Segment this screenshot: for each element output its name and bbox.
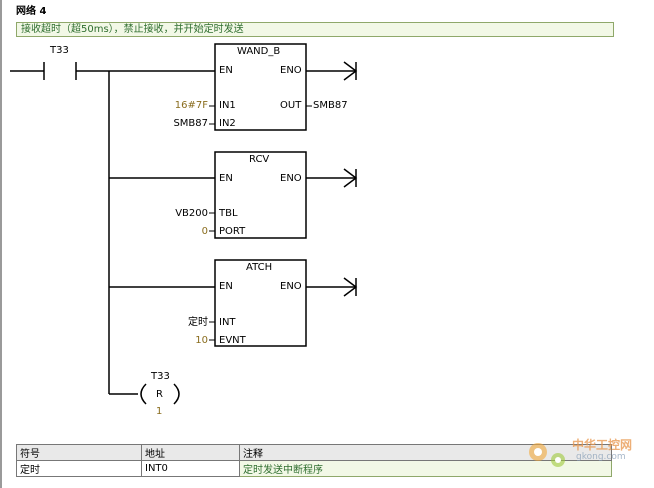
coil-label[interactable]: T33 [151, 371, 170, 382]
operand-port[interactable]: 0 [201, 226, 208, 237]
pin-eno: ENO [280, 173, 302, 184]
eno-arrow-icon [343, 168, 358, 188]
pin-en: EN [219, 281, 233, 292]
watermark-logo: 中华工控网 gkong.com [520, 432, 650, 472]
symbol-table-header: 符号 地址 注释 [16, 444, 612, 461]
watermark-url: gkong.com [576, 452, 626, 462]
comment-cell[interactable]: 定时发送中断程序 [239, 460, 612, 477]
operand-out[interactable]: SMB87 [313, 100, 348, 111]
pin-eno: ENO [280, 65, 302, 76]
pin-evnt: EVNT [219, 335, 246, 346]
operand-in1[interactable]: 16#7F [174, 100, 208, 111]
coil-right-paren [173, 383, 180, 405]
pin-int: INT [219, 317, 236, 328]
operand-tbl[interactable]: VB200 [175, 208, 208, 219]
block-title-atch: ATCH [246, 262, 273, 273]
pin-in1: IN1 [219, 100, 236, 111]
eno-arrow-icon [343, 277, 358, 297]
coil-left-paren [140, 383, 147, 405]
pin-in2: IN2 [219, 118, 236, 129]
watermark-text: 中华工控网 [572, 438, 633, 452]
symbol-table: 符号 地址 注释 定时 INT0 定时发送中断程序 [16, 444, 614, 477]
pin-port: PORT [219, 226, 246, 237]
column-header: 地址 [141, 444, 240, 461]
network-comment-box[interactable]: 接收超时（超50ms），禁止接收，并开始定时发送 [16, 22, 614, 37]
coil-letter: R [156, 389, 163, 400]
eno-arrow-icon [343, 61, 358, 81]
coil-count[interactable]: 1 [156, 406, 163, 417]
contact-label[interactable]: T33 [50, 45, 69, 56]
pin-tbl: TBL [219, 208, 238, 219]
pin-en: EN [219, 65, 233, 76]
table-row[interactable]: 定时 INT0 定时发送中断程序 [16, 460, 612, 477]
rcv-block [214, 151, 307, 239]
operand-in2[interactable]: SMB87 [173, 118, 208, 129]
block-title-rcv: RCV [249, 154, 270, 165]
pin-eno: ENO [280, 281, 302, 292]
network-title: 网络 4 [16, 6, 47, 17]
wand-b-block [214, 43, 307, 131]
address-cell[interactable]: INT0 [141, 460, 240, 477]
pin-out: OUT [280, 100, 302, 111]
operand-int[interactable]: 定时 [188, 317, 208, 328]
operand-evnt[interactable]: 10 [195, 335, 208, 346]
block-title-wand-b: WAND_B [237, 46, 281, 57]
column-header: 符号 [16, 444, 142, 461]
symbol-cell[interactable]: 定时 [16, 460, 142, 477]
gear-icon [529, 443, 565, 467]
network-comment: 接收超时（超50ms），禁止接收，并开始定时发送 [21, 24, 244, 35]
pin-en: EN [219, 173, 233, 184]
atch-block [214, 259, 307, 347]
power-rail [0, 0, 2, 488]
